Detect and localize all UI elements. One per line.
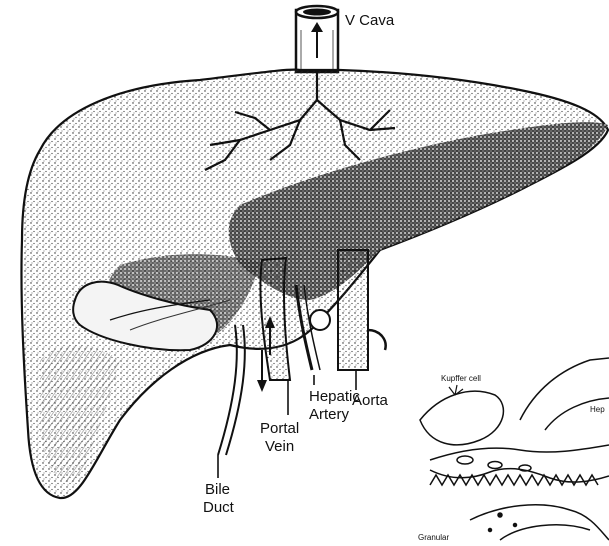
vena-cava-vessel — [296, 6, 338, 72]
label-v-cava: V Cava — [345, 12, 395, 29]
label-vein: Vein — [265, 438, 294, 455]
label-duct: Duct — [203, 499, 235, 516]
label-hep: Hep — [590, 405, 605, 414]
label-hepatic: Hepatic — [309, 388, 360, 405]
label-bile: Bile — [205, 481, 230, 498]
label-granular: Granular — [418, 533, 449, 542]
histology-inset — [420, 358, 609, 540]
label-kupffer-cell: Kupffer cell — [441, 374, 481, 383]
liver-body — [21, 70, 608, 498]
label-portal: Portal — [260, 420, 299, 437]
label-artery: Artery — [309, 406, 350, 423]
